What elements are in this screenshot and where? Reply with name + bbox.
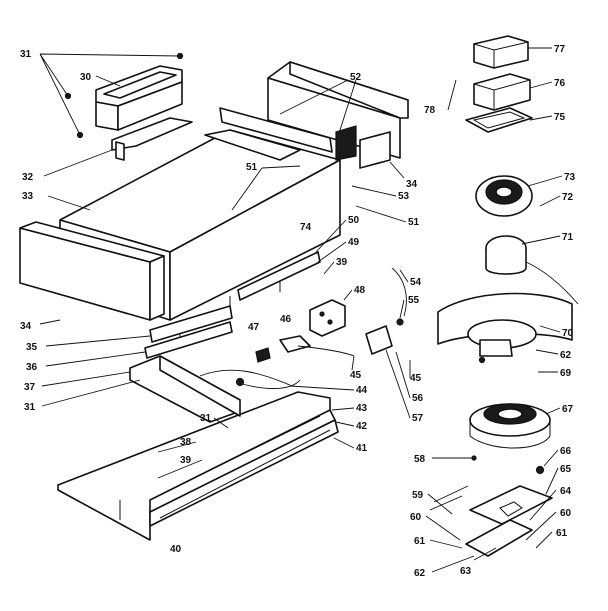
label-67: 67 (562, 404, 574, 415)
label-39: 39 (180, 455, 192, 466)
knob-47 (255, 347, 271, 363)
label-46: 46 (280, 314, 292, 325)
label-30: 30 (80, 72, 92, 83)
connector-44 (235, 377, 245, 387)
label-42: 42 (356, 421, 368, 432)
label-34-b: 34 (406, 179, 418, 190)
label-71: 71 (562, 232, 574, 243)
wheel-73 (475, 175, 533, 217)
label-64: 64 (560, 486, 572, 497)
label-48: 48 (354, 285, 366, 296)
label-35: 35 (26, 342, 38, 353)
label-31-b: 31 (24, 402, 36, 413)
label-47: 47 (248, 322, 260, 333)
label-75: 75 (554, 112, 566, 123)
label-45-b: 45 (410, 373, 422, 384)
label-41: 41 (356, 443, 368, 454)
label-56: 56 (412, 393, 424, 404)
label-45: 45 (350, 370, 362, 381)
housing-70 (437, 292, 573, 357)
wire-46 (297, 345, 355, 357)
fan-67 (469, 403, 551, 449)
label-74: 74 (300, 222, 312, 233)
label-53: 53 (398, 191, 410, 202)
label-50: 50 (348, 215, 360, 226)
housing-33 (59, 129, 341, 345)
label-62-b: 62 (414, 568, 426, 579)
label-77: 77 (554, 44, 566, 55)
label-63: 63 (460, 566, 472, 577)
nut-66 (535, 465, 545, 475)
control-bracket-37 (129, 355, 241, 423)
bracket-32 (111, 117, 193, 161)
bracket-57 (365, 325, 393, 355)
label-40: 40 (170, 544, 182, 555)
plate-63 (465, 519, 533, 557)
label-32: 32 (22, 172, 34, 183)
label-31: 31 (20, 49, 32, 60)
label-51-b: 51 (408, 217, 420, 228)
label-33: 33 (22, 191, 34, 202)
label-73: 73 (564, 172, 576, 183)
label-60: 60 (410, 512, 422, 523)
label-54: 54 (410, 277, 422, 288)
filter-bracket-30 (95, 65, 183, 131)
label-61-b: 61 (556, 528, 568, 539)
base-pan-41 (57, 391, 339, 541)
label-44: 44 (356, 385, 368, 396)
knob-55 (396, 318, 404, 326)
plate-64 (469, 485, 553, 525)
label-78: 78 (424, 105, 436, 116)
label-52: 52 (350, 72, 362, 83)
label-70: 70 (562, 328, 574, 339)
label-34: 34 (20, 321, 32, 332)
control-48 (309, 299, 346, 337)
part-labels: 31 30 32 33 34 35 36 37 31 31 38 39 40 4… (20, 44, 576, 579)
motor-71 (485, 235, 579, 305)
label-69: 69 (560, 368, 572, 379)
screw-58 (471, 455, 477, 461)
cord-54 (391, 267, 407, 317)
label-65: 65 (560, 464, 572, 475)
rail-36 (144, 321, 233, 359)
duct-panel-52 (267, 61, 409, 169)
strap-51 (219, 107, 333, 153)
filter-76 (473, 73, 531, 111)
label-61: 61 (414, 536, 426, 547)
label-37: 37 (24, 382, 36, 393)
switch-46 (279, 335, 311, 353)
label-58: 58 (414, 454, 426, 465)
label-49: 49 (348, 237, 360, 248)
filter-77 (473, 35, 529, 69)
label-38: 38 (180, 437, 192, 448)
label-43: 43 (356, 403, 368, 414)
label-59: 59 (412, 490, 424, 501)
front-panel-34 (19, 221, 165, 321)
label-62: 62 (560, 350, 572, 361)
leader-lines (39, 47, 563, 573)
rod-59 (429, 485, 469, 511)
rail-49 (237, 251, 321, 301)
label-60-b: 60 (560, 508, 572, 519)
label-31-c: 31 (200, 413, 212, 424)
rail-35 (149, 305, 233, 343)
label-51: 51 (246, 162, 258, 173)
nut-62 (478, 356, 486, 364)
label-66: 66 (560, 446, 572, 457)
label-55: 55 (408, 295, 420, 306)
label-72: 72 (562, 192, 574, 203)
label-57: 57 (412, 413, 424, 424)
label-76: 76 (554, 78, 566, 89)
label-39-b: 39 (336, 257, 348, 268)
label-36: 36 (26, 362, 38, 373)
